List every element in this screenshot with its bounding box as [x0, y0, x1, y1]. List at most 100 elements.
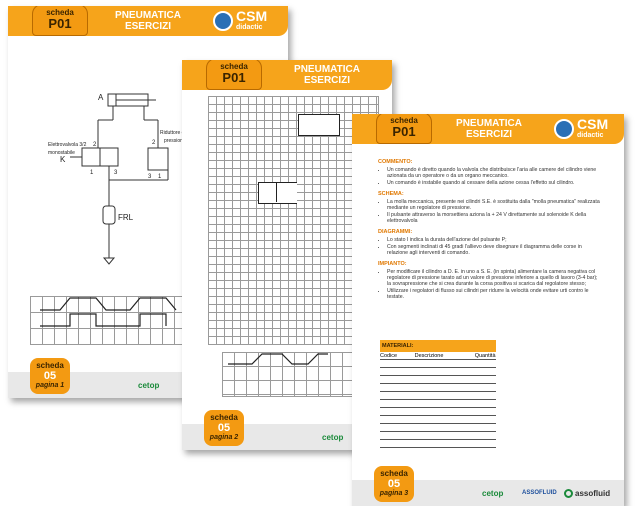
- footer-page: pagina 1: [35, 382, 65, 389]
- scheda-code: P01: [392, 124, 416, 139]
- schema-item: La molla meccanica, presente nei cilindr…: [387, 199, 602, 211]
- sponsor-cetop-label: cetop: [322, 432, 344, 442]
- diagrammi-title: DIAGRAMMI:: [378, 229, 413, 235]
- riduttore-label-2: pressione: [164, 138, 186, 144]
- materiali-row: [380, 367, 496, 376]
- scheda-tab: scheda P01: [376, 114, 432, 144]
- footer-tab: scheda 05 pagina 1: [30, 358, 70, 394]
- materiali-cell: [474, 375, 496, 384]
- materiali-cell: [474, 383, 496, 392]
- sponsor-cetop-label: cetop: [482, 488, 504, 498]
- materiali-cell: [474, 415, 496, 424]
- materiali-cell: [380, 367, 415, 376]
- materiali-cell: [380, 415, 415, 424]
- timing-diagram: [40, 297, 177, 327]
- title-line-2: ESERCIZI: [124, 21, 172, 32]
- footer-page: pagina 3: [379, 490, 409, 497]
- title-line-2: ESERCIZI: [303, 75, 351, 86]
- materiali-cell: [474, 439, 496, 448]
- materiali-cell: [380, 407, 415, 416]
- schema-item: Il pulsante attraverso la morsettiera az…: [387, 212, 602, 224]
- materiali-cell: [414, 391, 475, 400]
- materiali-cell: [474, 407, 496, 416]
- footer-tab: scheda 05 pagina 2: [204, 410, 244, 446]
- footer-page: pagina 2: [209, 434, 239, 441]
- label-frl: FRL: [118, 213, 134, 222]
- port-3-right: 3: [148, 174, 152, 180]
- impianto-title: IMPIANTO:: [378, 261, 407, 267]
- brand-sub: didactic: [577, 132, 604, 139]
- materiali-cell: [414, 415, 475, 424]
- commento-item: Un comando è instabile quando al cessare…: [387, 180, 602, 186]
- scheda-tab: scheda P01: [206, 60, 262, 90]
- col-codice: Codice: [380, 352, 415, 360]
- riduttore-label-1: Riduttore di: [160, 130, 186, 136]
- impianto-item: Utilizzare i regolatori di flusso sui ci…: [387, 288, 602, 300]
- materiali-cell: [380, 391, 415, 400]
- materiali-row: [380, 423, 496, 432]
- materiali-cell: [414, 383, 475, 392]
- materiali-cell: [380, 423, 415, 432]
- materiali-cell: [474, 399, 496, 408]
- sponsor-cetop: cetop: [322, 430, 343, 444]
- title-line-1: PNEUMATICA: [294, 64, 360, 75]
- grid-box-middle-right: [276, 182, 297, 202]
- materiali-cell: [414, 423, 475, 432]
- materiali-row: [380, 415, 496, 424]
- col-quantita: Quantità: [474, 352, 496, 360]
- materiali-cell: [380, 375, 415, 384]
- materiali-cell: [414, 439, 475, 448]
- elettrovalvola-label-2: monostabile: [48, 150, 75, 156]
- scheda-label: scheda: [390, 116, 418, 125]
- diagrammi-item: Lo stato I indica la durata dell'azione …: [387, 237, 602, 243]
- title-line-1: PNEUMATICA: [115, 10, 181, 21]
- notes-text: COMMENTO: Un comando è diretto quando la…: [378, 154, 602, 301]
- sponsor-cetop: cetop: [138, 378, 159, 392]
- sponsor-cetop-label: cetop: [138, 380, 160, 390]
- port-2-right: 2: [152, 140, 156, 146]
- impianto-item: Per modificare il cilindro a D. E. in un…: [387, 269, 602, 287]
- pneumatic-circuit-diagram: A K FRL 2 1 3 2 1 3 Elettrovalvola 3/2 m…: [48, 93, 186, 265]
- sponsor-assofluid: assofluid: [564, 486, 610, 500]
- sheet-title: PNEUMATICA ESERCIZI: [282, 64, 372, 86]
- materiali-cell: [474, 359, 496, 368]
- materiali-cell: [474, 367, 496, 376]
- footer-number: 05: [43, 370, 57, 382]
- materiali-row: [380, 375, 496, 384]
- materiali-table: MATERIALI: Codice Descrizione Quantità: [380, 340, 496, 448]
- materiali-cell: [414, 399, 475, 408]
- materiali-row: [380, 439, 496, 448]
- materiali-cell: [414, 375, 475, 384]
- materiali-cell: [414, 367, 475, 376]
- materiali-cell: [380, 431, 415, 440]
- brand: CSM: [577, 116, 609, 132]
- scheda-tab: scheda P01: [32, 6, 88, 36]
- title-line-2: ESERCIZI: [465, 129, 513, 140]
- materiali-cell: [414, 407, 475, 416]
- scheda-label: scheda: [220, 62, 248, 71]
- timing-diagram: [228, 353, 328, 365]
- scheda-label: scheda: [46, 8, 74, 17]
- materiali-cell: [380, 439, 415, 448]
- diagrammi-item: Con segmenti inclinati di 45 gradi l'all…: [387, 244, 602, 256]
- label-k: K: [60, 155, 66, 164]
- footer-scheda-label: scheda: [380, 469, 408, 478]
- materiali-cell: [380, 383, 415, 392]
- footer-number: 05: [217, 422, 231, 434]
- csm-logo-icon: [213, 11, 233, 31]
- port-3-left: 3: [114, 170, 118, 176]
- commento-title: COMMENTO:: [378, 159, 413, 165]
- footer-scheda-label: scheda: [210, 413, 238, 422]
- sponsor-assofluid-label: assofluid: [575, 488, 611, 498]
- materiali-row: [380, 391, 496, 400]
- materiali-row: [380, 383, 496, 392]
- assofluid-logo-icon: [564, 488, 573, 498]
- scheda-code: P01: [48, 16, 72, 31]
- materiali-cell: [474, 391, 496, 400]
- materiali-cell: [414, 431, 475, 440]
- grid-box-top: [298, 114, 340, 136]
- materiali-cell: [380, 399, 415, 408]
